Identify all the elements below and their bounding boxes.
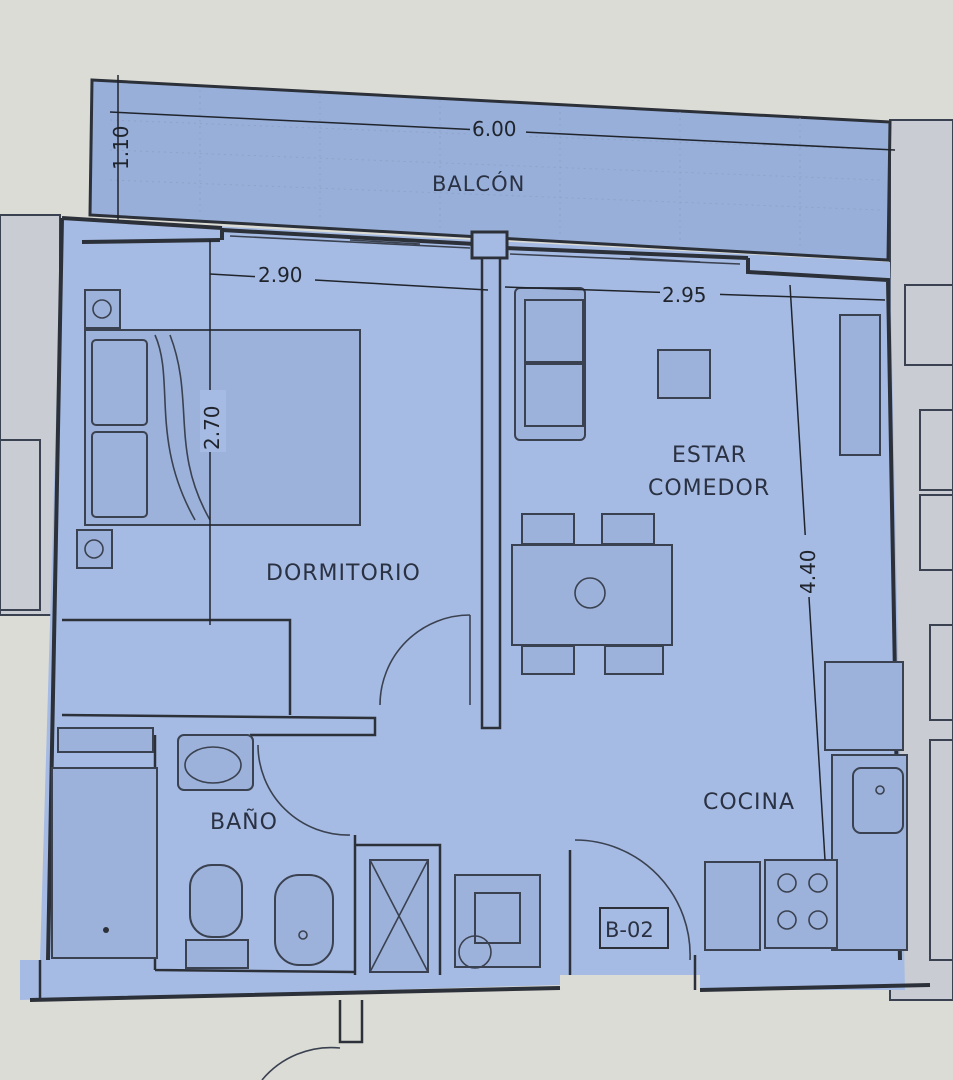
unit-code: B-02: [605, 918, 654, 942]
bottom-shaft: [338, 1000, 364, 1044]
living-label-line2: COMEDOR: [648, 476, 770, 501]
living-width-dimension-bg: [660, 282, 720, 306]
living-depth-dimension: 4.40: [796, 549, 820, 594]
bedroom-depth-dimension-bg: [200, 390, 226, 452]
living-width-dimension: 2.95: [662, 283, 707, 307]
balcony-area: [88, 78, 892, 262]
bedroom-width-dimension: 2.90: [258, 263, 303, 287]
interior-walls: [61, 256, 697, 990]
facade-windows: [229, 235, 741, 265]
balcony-width-dimension: 6.00: [472, 117, 517, 141]
balcony-width-dimension-bg: [470, 116, 526, 142]
balcony-label: BALCÓN: [432, 171, 525, 196]
neighbor-right-unit: [889, 119, 953, 1001]
neighbor-left-unit: [0, 214, 61, 616]
unit-code-box: [599, 907, 669, 949]
bathroom-label: BAÑO: [210, 808, 278, 835]
balcony-depth-dimension: 1.10: [109, 125, 133, 170]
living-furniture: [511, 287, 711, 675]
bedroom-label: DORMITORIO: [266, 561, 421, 586]
kitchen-furniture: [704, 314, 908, 951]
bedroom-width-dimension-bg: [255, 263, 315, 287]
outer-walls: [29, 216, 931, 1002]
common-door-swing: [261, 1046, 341, 1080]
living-depth-dimension-bg: [795, 535, 821, 597]
door-swings: [257, 614, 691, 961]
bathroom-fixtures: [51, 727, 541, 973]
living-label-line1: ESTAR: [672, 443, 747, 468]
kitchen-label: COCINA: [703, 790, 795, 815]
bedroom-depth-dimension: 2.70: [200, 405, 224, 450]
